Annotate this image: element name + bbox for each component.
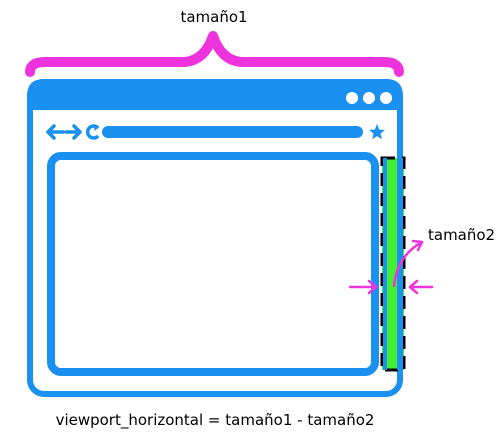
content-viewport <box>47 152 379 376</box>
size1-label: tamaño1 <box>180 8 247 26</box>
arrow-left-icon <box>46 124 65 140</box>
scrollbar-dashed-outline <box>380 156 406 372</box>
address-bar <box>102 126 363 138</box>
formula-label: viewport_horizontal = tamaño1 - tamaño2 <box>56 411 375 430</box>
dimension-arrow-left <box>348 279 378 295</box>
width-brace <box>25 31 404 77</box>
reload-icon <box>86 124 99 140</box>
dimension-arrow-right <box>408 279 434 295</box>
arrow-right-icon <box>64 124 82 140</box>
star-icon <box>369 124 385 140</box>
browser-title-bar <box>27 79 403 110</box>
three-dots-icon <box>346 92 392 104</box>
size2-pointer-arrow <box>392 239 424 288</box>
size2-label: tamaño2 <box>428 226 495 244</box>
